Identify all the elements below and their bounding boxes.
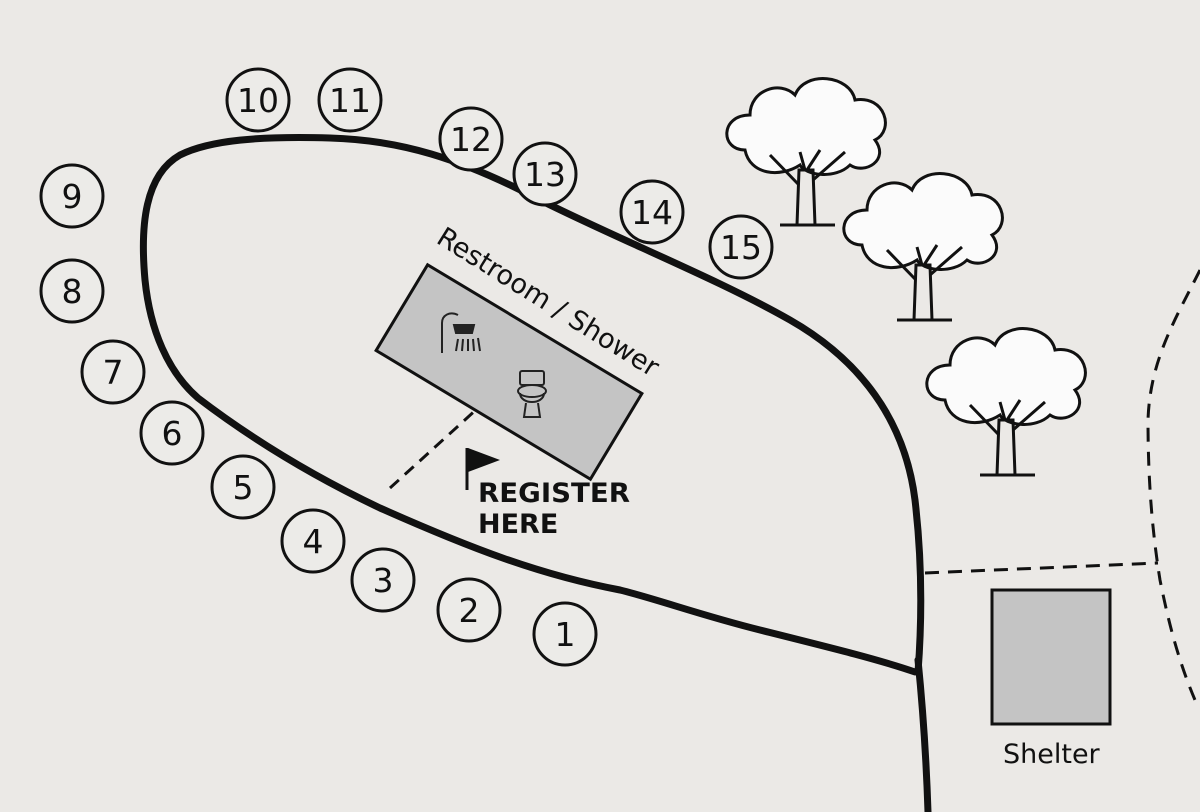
campsite-2[interactable]: 2 — [436, 577, 502, 643]
campsite-circle[interactable] — [708, 214, 774, 280]
campsite-12[interactable]: 12 — [438, 106, 504, 172]
campsite-circle[interactable] — [512, 141, 578, 207]
campsite-number: 10 — [237, 81, 279, 120]
campsite-circle[interactable] — [317, 67, 383, 133]
campsite-11[interactable]: 11 — [317, 67, 383, 133]
campsite-number: 8 — [62, 272, 83, 311]
campsite-circle[interactable] — [210, 454, 276, 520]
campsite-number: 9 — [62, 177, 83, 216]
tree-icon — [725, 77, 887, 227]
shelter-building[interactable] — [990, 588, 1112, 726]
campsite-number: 2 — [459, 591, 480, 630]
campsite-circle[interactable] — [39, 163, 105, 229]
campsite-number: 7 — [103, 353, 124, 392]
campsite-number: 14 — [631, 193, 673, 232]
shower-icon — [441, 312, 481, 353]
shelter-label: Shelter — [1003, 739, 1101, 770]
tree-icon — [842, 172, 1004, 322]
campsite-15[interactable]: 15 — [708, 214, 774, 280]
campsite-circle[interactable] — [280, 508, 346, 574]
campsite-number: 11 — [329, 81, 371, 120]
campsite-3[interactable]: 3 — [350, 547, 416, 613]
campsite-circle[interactable] — [532, 601, 598, 667]
campsite-number: 13 — [524, 155, 566, 194]
campsite-6[interactable]: 6 — [139, 400, 205, 466]
trail-right — [1146, 269, 1200, 701]
campsite-circle[interactable] — [436, 577, 502, 643]
campsite-circle[interactable] — [619, 179, 685, 245]
campsite-number: 4 — [303, 522, 324, 561]
campsite-number: 6 — [162, 414, 183, 453]
campsite-8[interactable]: 8 — [39, 258, 105, 324]
campsite-circle[interactable] — [39, 258, 105, 324]
trail-to-shelter — [924, 561, 1159, 575]
toilet-icon — [517, 370, 547, 418]
registration-flag-icon — [465, 448, 500, 490]
register-label: REGISTER — [478, 478, 630, 509]
campsite-13[interactable]: 13 — [512, 141, 578, 207]
campsite-circle[interactable] — [80, 339, 146, 405]
campsite-9[interactable]: 9 — [39, 163, 105, 229]
campsite-circle[interactable] — [350, 547, 416, 613]
campsite-5[interactable]: 5 — [210, 454, 276, 520]
campsite-circle[interactable] — [139, 400, 205, 466]
campsite-14[interactable]: 14 — [619, 179, 685, 245]
tree-icon — [925, 327, 1087, 477]
campsite-circle[interactable] — [225, 67, 291, 133]
campsite-7[interactable]: 7 — [80, 339, 146, 405]
campsite-1[interactable]: 1 — [532, 601, 598, 667]
campsite-circle[interactable] — [438, 106, 504, 172]
campsite-4[interactable]: 4 — [280, 508, 346, 574]
campsite-number: 15 — [720, 228, 762, 267]
campsite-10[interactable]: 10 — [225, 67, 291, 133]
register-label-2: HERE — [478, 509, 558, 540]
campsite-number: 3 — [373, 561, 394, 600]
campsite-number: 1 — [555, 615, 576, 654]
campsite-number: 5 — [233, 468, 254, 507]
campsite-number: 12 — [450, 120, 492, 159]
loop-road — [139, 134, 925, 676]
entrance-road — [914, 656, 932, 812]
